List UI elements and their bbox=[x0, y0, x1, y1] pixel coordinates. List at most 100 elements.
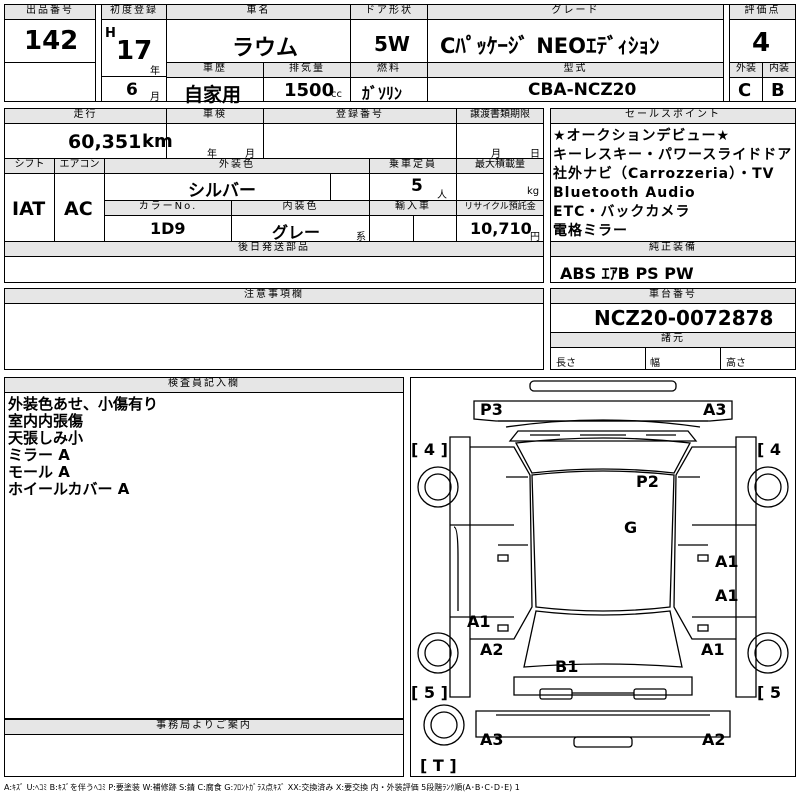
recycle-label: リサイクル預託金 bbox=[456, 200, 544, 216]
damage-a1-right-door-2: A1 bbox=[715, 586, 739, 605]
inspection-year-unit: 年 bbox=[207, 149, 217, 160]
bracket-4-right: [ 4 bbox=[757, 440, 782, 459]
inspector-remark-item: ミラー A bbox=[8, 446, 70, 464]
later-parts-label: 後日発送部品 bbox=[4, 241, 544, 257]
height-cell bbox=[720, 347, 796, 370]
damage-a1-left-door: A1 bbox=[467, 612, 491, 631]
inspector-remark-item: 天張しみ小 bbox=[8, 429, 84, 447]
inspection-month-unit: 月 bbox=[245, 149, 255, 160]
exterior-color-label: 外装色 bbox=[104, 158, 370, 174]
exterior-color-extra-cell bbox=[330, 173, 370, 201]
inspector-remarks-cell bbox=[4, 392, 404, 719]
km-unit: km bbox=[142, 131, 173, 152]
lot-number-label: 出品番号 bbox=[4, 4, 96, 20]
lot-number: 142 bbox=[24, 26, 79, 56]
sales-point-item: Bluetooth Audio bbox=[553, 185, 696, 201]
fuel-type: ｶﾞｿﾘﾝ bbox=[362, 84, 403, 103]
later-parts-cell bbox=[4, 256, 544, 283]
shift-type: IAT bbox=[12, 198, 46, 220]
mileage: 60,351 bbox=[68, 131, 142, 153]
sales-points-block bbox=[550, 108, 796, 242]
exterior-grade: C bbox=[738, 80, 752, 101]
damage-a3-top: A3 bbox=[703, 400, 727, 419]
lot-blank-cell bbox=[4, 62, 96, 102]
yen-unit: 円 bbox=[530, 232, 540, 243]
era-letter: H bbox=[105, 26, 116, 41]
import-cell-a bbox=[369, 215, 414, 242]
first-registration-year: 17 bbox=[116, 36, 153, 66]
car-damage-diagram bbox=[417, 380, 789, 748]
month-unit: 月 bbox=[150, 92, 160, 103]
damage-b1: B1 bbox=[555, 657, 579, 676]
chassis-number-label: 車台番号 bbox=[550, 288, 796, 304]
first-registration-month: 6 bbox=[126, 80, 138, 100]
shift-label: シフト bbox=[4, 158, 55, 174]
transfer-month-unit: 月 bbox=[491, 149, 501, 160]
registration-number-cell bbox=[263, 123, 457, 159]
sales-point-item: ETC・バックカメラ bbox=[553, 204, 691, 220]
color-number-label: カラーNo. bbox=[104, 200, 232, 216]
import-label: 輸入車 bbox=[369, 200, 457, 216]
equipment: ABS ｴｱB PS PW bbox=[560, 264, 694, 283]
cc-unit: cc bbox=[331, 89, 342, 100]
damage-a2-left: A2 bbox=[480, 640, 504, 659]
chassis-number: NCZ20-0072878 bbox=[594, 306, 774, 330]
capacity-label: 乗車定員 bbox=[369, 158, 457, 174]
damage-a2-bottom: A2 bbox=[702, 730, 726, 749]
registration-number-label: 登録番号 bbox=[263, 108, 457, 124]
damage-p3: P3 bbox=[480, 400, 503, 419]
bracket-5-right: [ 5 bbox=[757, 683, 782, 702]
score-label: 評価点 bbox=[729, 4, 796, 20]
damage-g: G bbox=[624, 518, 638, 537]
height-label: 高さ bbox=[726, 358, 746, 369]
door-type: 5W bbox=[374, 32, 410, 56]
header-block bbox=[4, 4, 796, 102]
bracket-5-left: [ 5 ] bbox=[411, 683, 448, 702]
aircon: AC bbox=[64, 198, 93, 220]
car-name: ラウム bbox=[232, 36, 299, 61]
dimensions-label: 諸元 bbox=[550, 332, 796, 348]
inspection-label: 車検 bbox=[166, 108, 264, 124]
year-unit: 年 bbox=[150, 66, 160, 77]
model-code: CBA-NCZ20 bbox=[528, 80, 637, 100]
car-name-label: 車名 bbox=[166, 4, 351, 20]
inspector-remarks-label: 検査員記入欄 bbox=[4, 377, 404, 393]
sales-points-list: ★オークションデビュー★キーレスキー・パワースライドドア社外ナビ（Carrozz… bbox=[553, 127, 793, 241]
transfer-day-unit: 日 bbox=[530, 149, 540, 160]
transfer-deadline-label: 譲渡書類期限 bbox=[456, 108, 544, 124]
model-label: 型式 bbox=[427, 62, 724, 78]
bracket-4-left: [ 4 ] bbox=[411, 440, 448, 459]
exterior-grade-label: 外装 bbox=[729, 62, 763, 78]
fuel-label: 燃料 bbox=[350, 62, 428, 78]
notes-label: 注意事項欄 bbox=[4, 288, 544, 304]
width-label: 幅 bbox=[650, 358, 660, 369]
interior-grade-cell bbox=[762, 77, 796, 102]
office-notice-label: 事務局よりご案内 bbox=[4, 719, 404, 735]
interior-grade-label: 内装 bbox=[762, 62, 796, 78]
recycle-deposit: 10,710 bbox=[470, 219, 532, 238]
office-notice-cell bbox=[4, 734, 404, 777]
mileage-label: 走行 bbox=[4, 108, 167, 124]
displacement-label: 排気量 bbox=[263, 62, 351, 78]
displacement: 1500 bbox=[284, 80, 335, 101]
overall-score: 4 bbox=[752, 28, 771, 58]
damage-p2: P2 bbox=[636, 472, 659, 491]
import-cell-b bbox=[413, 215, 457, 242]
kg-unit: kg bbox=[527, 186, 540, 197]
interior-color-label: 内装色 bbox=[231, 200, 370, 216]
interior-grade: B bbox=[771, 80, 785, 101]
interior-color: グレー bbox=[272, 223, 321, 242]
sales-point-item: 電格ミラー bbox=[553, 223, 628, 239]
sales-point-item: 社外ナビ（Carrozzeria）・TV bbox=[553, 166, 775, 182]
capacity: 5 bbox=[411, 176, 423, 196]
door-type-label: ドア形状 bbox=[350, 4, 428, 20]
inspector-remark-item: モール A bbox=[8, 463, 70, 481]
max-load-label: 最大積載量 bbox=[456, 158, 544, 174]
model-cell bbox=[427, 77, 724, 102]
person-unit: 人 bbox=[437, 190, 447, 201]
damage-a1-right-rear: A1 bbox=[701, 640, 725, 659]
equipment-cell bbox=[550, 256, 796, 283]
inspector-remark-item: 室内内張傷 bbox=[8, 412, 84, 430]
kei-unit: 系 bbox=[356, 232, 366, 243]
